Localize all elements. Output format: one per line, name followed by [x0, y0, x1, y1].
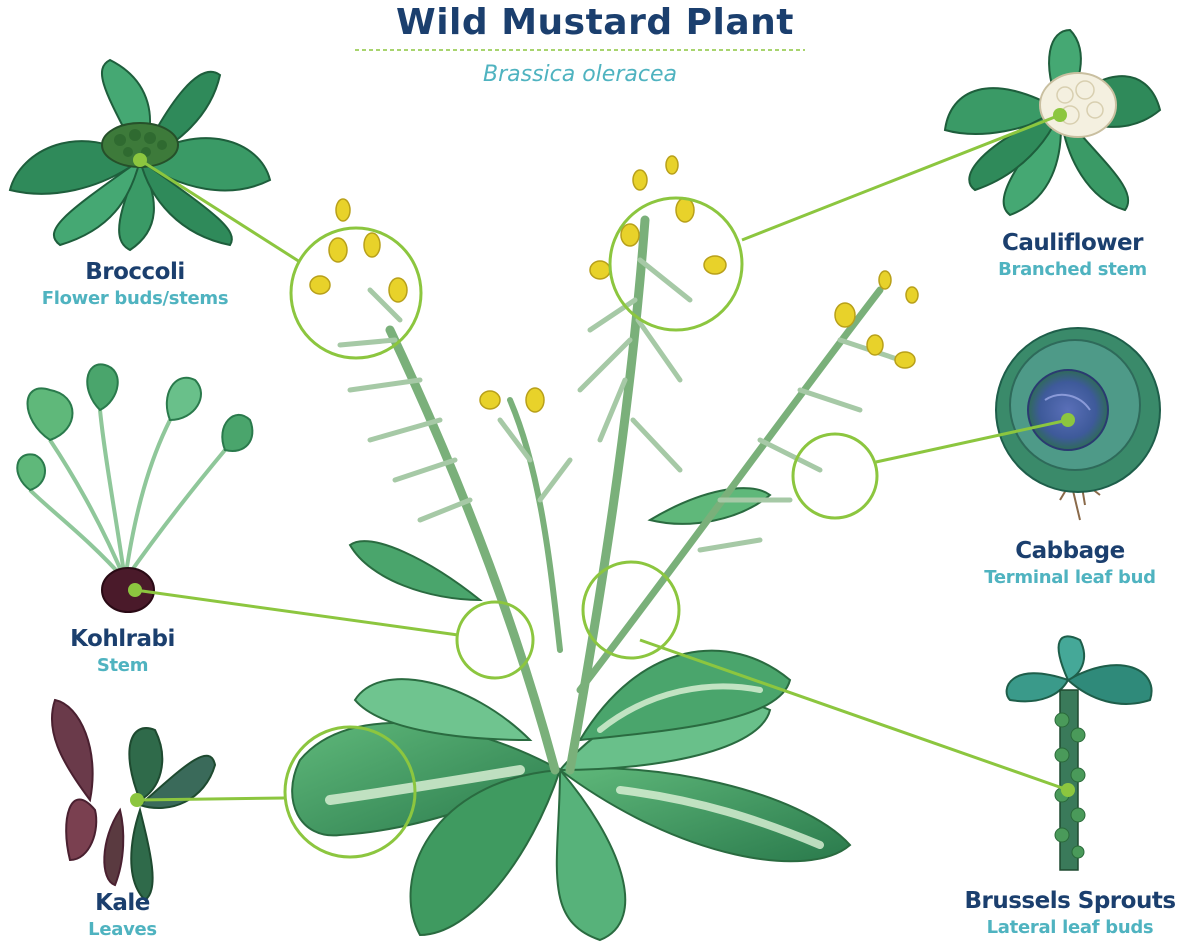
cabbage-part: Terminal leaf bud: [950, 566, 1190, 590]
broccoli-name: Broccoli: [0, 257, 270, 287]
callout-circle-cabbage: [793, 434, 877, 518]
label-cabbage: Cabbage Terminal leaf bud: [950, 536, 1190, 590]
kohlrabi-name: Kohlrabi: [0, 624, 245, 654]
wild-mustard-plant: [292, 156, 918, 940]
brussels-sprouts-illustration: [1007, 636, 1152, 870]
label-cauliflower: Cauliflower Branched stem: [955, 228, 1190, 282]
kale-part: Leaves: [0, 918, 245, 942]
broccoli-part: Flower buds/stems: [0, 287, 270, 311]
callout-circle-kohlrabi: [457, 602, 533, 678]
cabbage-illustration: [996, 328, 1160, 520]
label-brussels-sprouts: Brussels Sprouts Lateral leaf buds: [950, 886, 1190, 940]
kale-name: Kale: [0, 888, 245, 918]
label-kale: Kale Leaves: [0, 888, 245, 942]
stem-leaf: [350, 541, 480, 600]
cauliflower-illustration: [945, 30, 1160, 215]
brussels-name: Brussels Sprouts: [950, 886, 1190, 916]
kohlrabi-part: Stem: [0, 654, 245, 678]
cauliflower-name: Cauliflower: [955, 228, 1190, 258]
callout-line-kale: [137, 798, 285, 800]
callout-dots: [128, 108, 1075, 807]
brussels-part: Lateral leaf buds: [950, 916, 1190, 940]
kohlrabi-illustration: [17, 364, 252, 612]
label-kohlrabi: Kohlrabi Stem: [0, 624, 245, 678]
label-broccoli: Broccoli Flower buds/stems: [0, 257, 270, 311]
cauliflower-part: Branched stem: [955, 258, 1190, 282]
cabbage-name: Cabbage: [950, 536, 1190, 566]
